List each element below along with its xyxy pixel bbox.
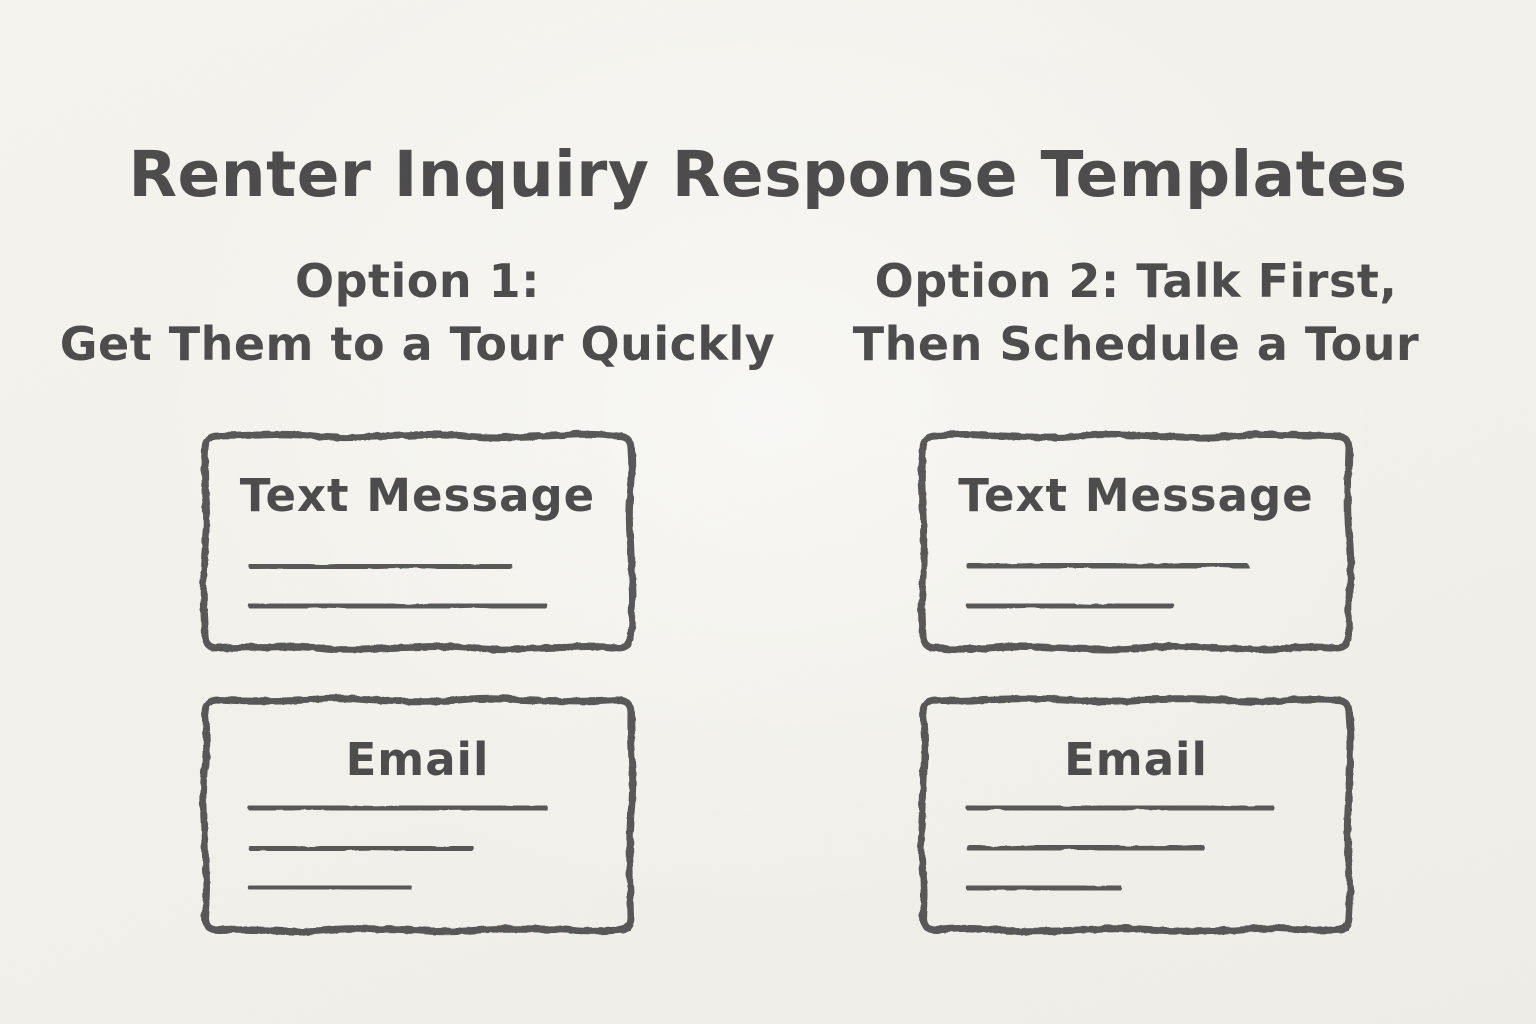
card-label: Email	[345, 732, 490, 786]
option-1-heading: Option 1: Get Them to a Tour Quickly	[0, 250, 835, 377]
text-message-card: Text Message	[199, 430, 636, 654]
heading-line-2: Get Them to a Tour Quickly	[59, 317, 776, 372]
heading-line-2: Then Schedule a Tour	[852, 317, 1420, 372]
heading-line-1: Option 2: Talk First,	[874, 254, 1398, 308]
heading-line-1: Option 1:	[294, 254, 541, 308]
page-title: Renter Inquiry Response Templates	[128, 138, 1408, 212]
email-card: Email	[917, 695, 1354, 935]
option-2-heading: Option 2: Talk First, Then Schedule a To…	[786, 250, 1486, 377]
card-label: Email	[1064, 732, 1208, 786]
option-1-column: Option 1: Get Them to a Tour Quickly Tex…	[0, 250, 835, 936]
option-2-column: Option 2: Talk First, Then Schedule a To…	[786, 250, 1486, 935]
text-message-card: Text Message	[917, 430, 1355, 654]
card-label: Text Message	[958, 468, 1314, 522]
card-label: Text Message	[239, 468, 596, 522]
email-card: Email	[199, 694, 636, 936]
